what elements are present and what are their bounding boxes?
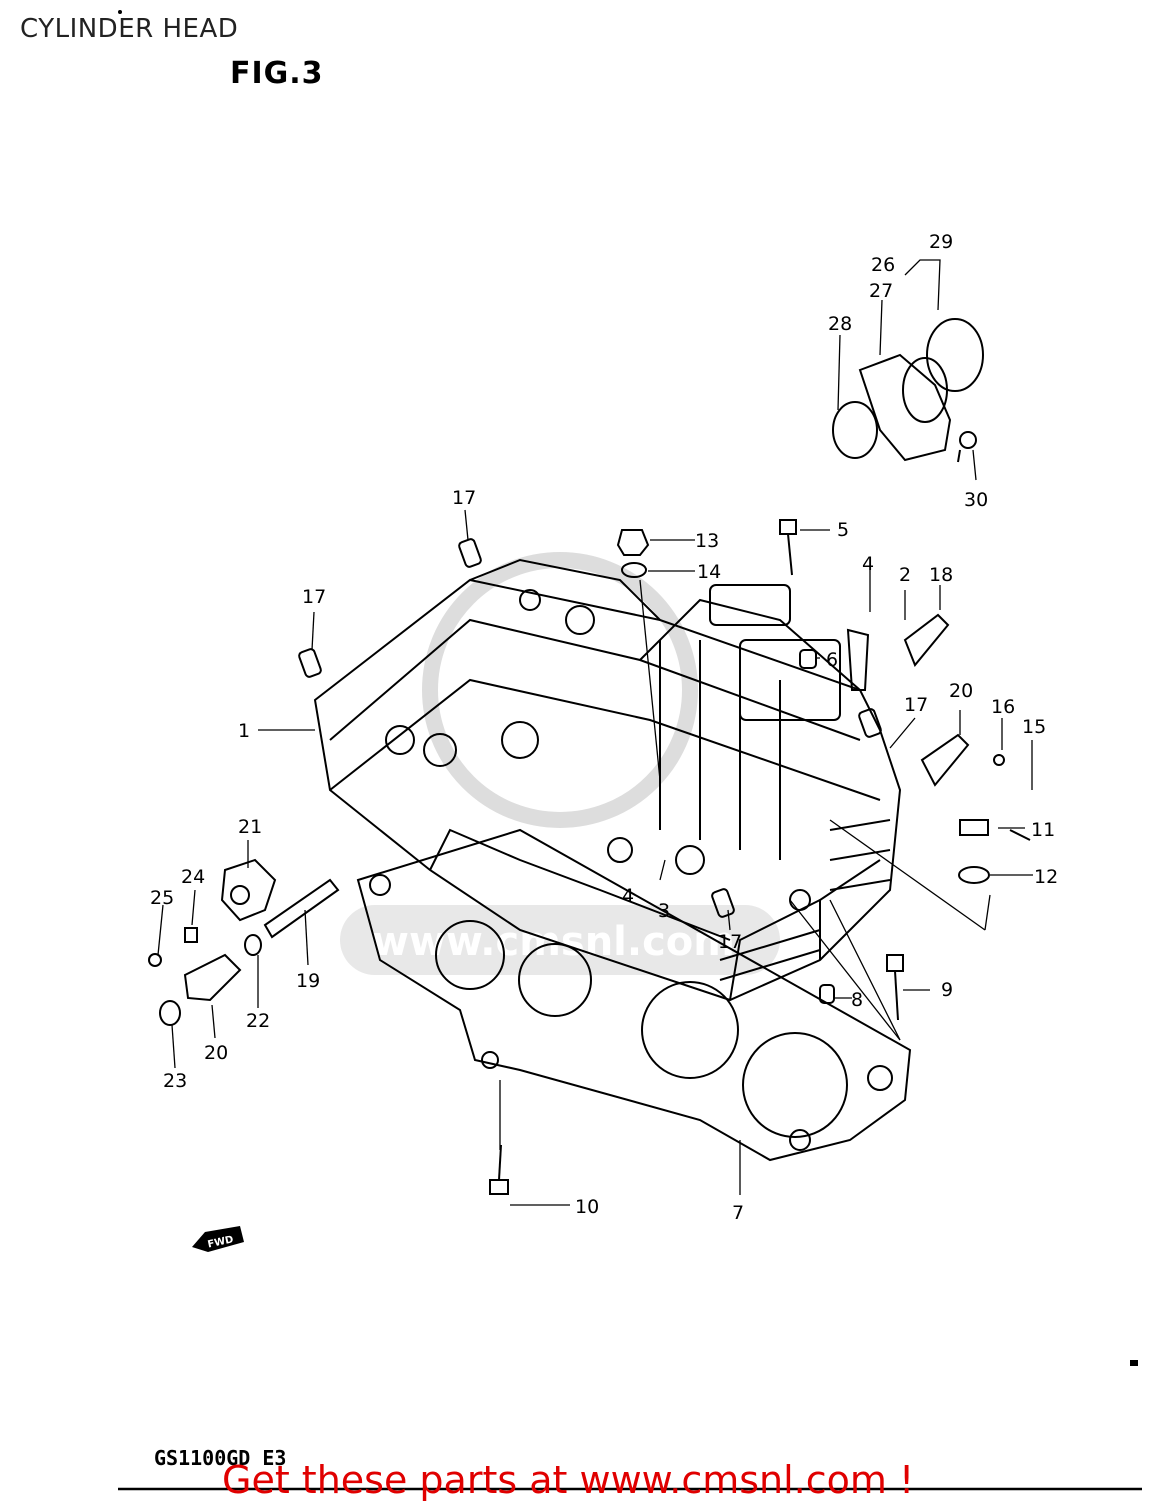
callout-17-d: 17 xyxy=(718,931,742,953)
callout-4-top: 4 xyxy=(862,553,874,575)
callout-15: 15 xyxy=(1022,716,1046,738)
callout-17-b: 17 xyxy=(302,586,326,608)
fwd-arrow-icon: FWD xyxy=(192,1226,244,1252)
water-outlet-assembly xyxy=(832,318,984,463)
model-code: GS1100GD E3 xyxy=(154,1446,287,1470)
callout-9: 9 xyxy=(941,979,953,1001)
callout-26: 26 xyxy=(871,254,895,276)
callout-16: 16 xyxy=(991,696,1015,718)
callout-19: 19 xyxy=(296,970,320,992)
callout-labels: 1 2 3 4 4 5 6 7 8 9 10 11 12 13 14 15 16… xyxy=(150,231,1058,1224)
callout-6: 6 xyxy=(826,649,838,671)
fasteners xyxy=(298,519,1031,1195)
callout-13: 13 xyxy=(695,530,719,552)
callout-25: 25 xyxy=(150,887,174,909)
fwd-label: FWD xyxy=(207,1234,235,1250)
callout-7: 7 xyxy=(732,1202,744,1224)
cylinder-head-body xyxy=(313,558,902,1002)
callout-1: 1 xyxy=(238,720,250,742)
figure-label: FIG.3 xyxy=(230,56,324,91)
callout-27: 27 xyxy=(869,280,893,302)
callout-8: 8 xyxy=(851,989,863,1011)
head-gasket xyxy=(356,828,912,1162)
watermark xyxy=(340,552,780,975)
callout-20-left: 20 xyxy=(204,1042,228,1064)
page-title: CYLINDER HEAD xyxy=(20,14,239,44)
callout-23: 23 xyxy=(163,1070,187,1092)
callout-11: 11 xyxy=(1031,819,1055,841)
callout-22: 22 xyxy=(246,1010,270,1032)
callout-17-c: 17 xyxy=(904,694,928,716)
callout-18: 18 xyxy=(929,564,953,586)
cmsnl-footer-link[interactable]: Get these parts at www.cmsnl.com ! xyxy=(222,1458,915,1502)
callout-30: 30 xyxy=(964,489,988,511)
callout-3: 3 xyxy=(658,900,670,922)
callout-24: 24 xyxy=(181,866,205,888)
callout-4-left: 4 xyxy=(622,885,634,907)
callout-29: 29 xyxy=(929,231,953,253)
tach-drive-assembly xyxy=(148,858,340,1026)
callout-2: 2 xyxy=(899,564,911,586)
callout-28: 28 xyxy=(828,313,852,335)
callout-17-a: 17 xyxy=(452,487,476,509)
callout-20-right: 20 xyxy=(949,680,973,702)
leader-lines xyxy=(157,259,1033,1206)
scan-specks xyxy=(118,10,1138,1366)
callout-5: 5 xyxy=(837,519,849,541)
callout-12: 12 xyxy=(1034,866,1058,888)
callout-10: 10 xyxy=(575,1196,599,1218)
callout-21: 21 xyxy=(238,816,262,838)
callout-14: 14 xyxy=(697,561,721,583)
